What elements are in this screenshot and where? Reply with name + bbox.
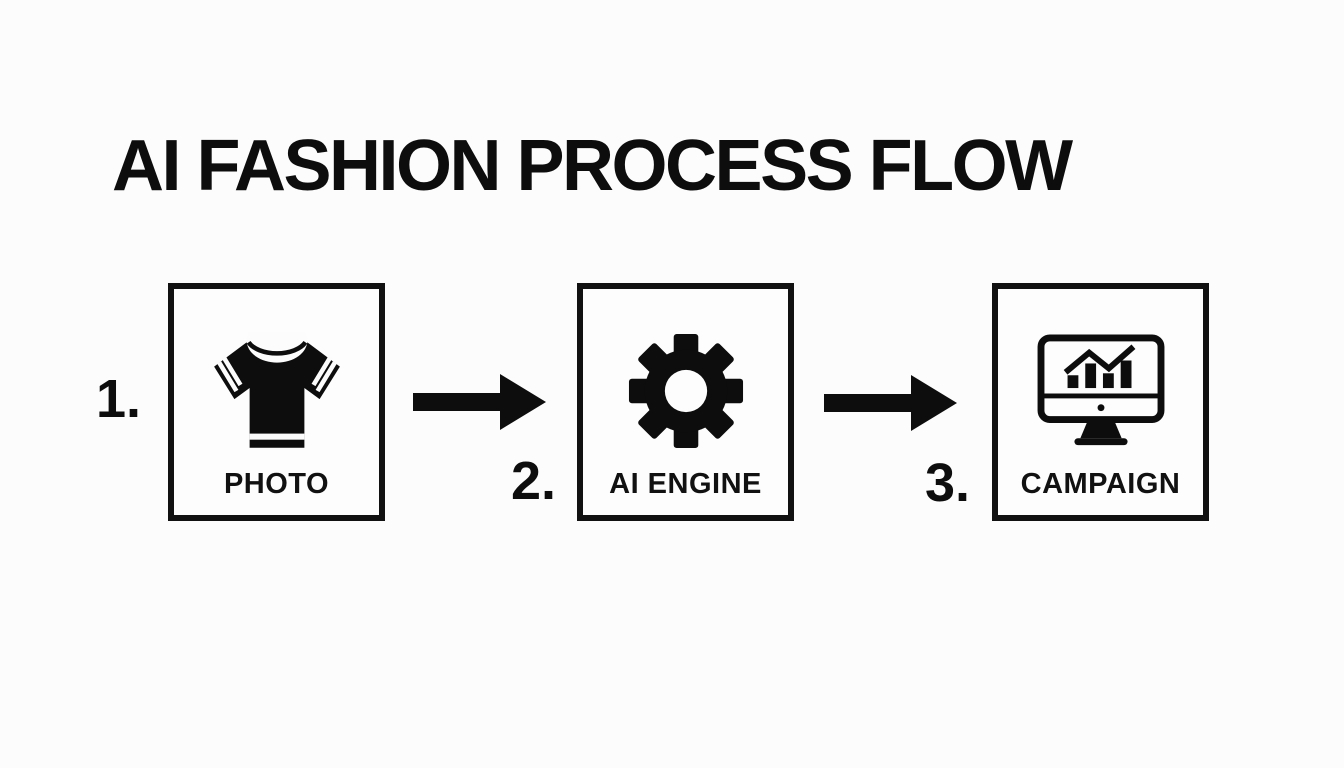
step-box-photo: PHOTO [168, 283, 385, 521]
tshirt-icon [206, 311, 348, 470]
step-box-ai-engine: AI ENGINE [577, 283, 794, 521]
step-label-ai-engine: AI ENGINE [609, 468, 762, 500]
step-number-1: 1. [96, 369, 142, 429]
step-label-campaign: CAMPAIGN [1020, 468, 1181, 500]
page-title: AI FASHION PROCESS FLOW [112, 126, 1073, 207]
step-number-3: 3. [925, 453, 971, 513]
step-number-2: 2. [511, 451, 557, 511]
arrow-right-icon [413, 372, 547, 432]
gear-icon [627, 311, 745, 470]
step-box-campaign: CAMPAIGN [992, 283, 1209, 521]
arrow-right-icon [824, 373, 958, 433]
step-label-photo: PHOTO [223, 468, 330, 500]
monitor-chart-icon [1032, 311, 1170, 470]
